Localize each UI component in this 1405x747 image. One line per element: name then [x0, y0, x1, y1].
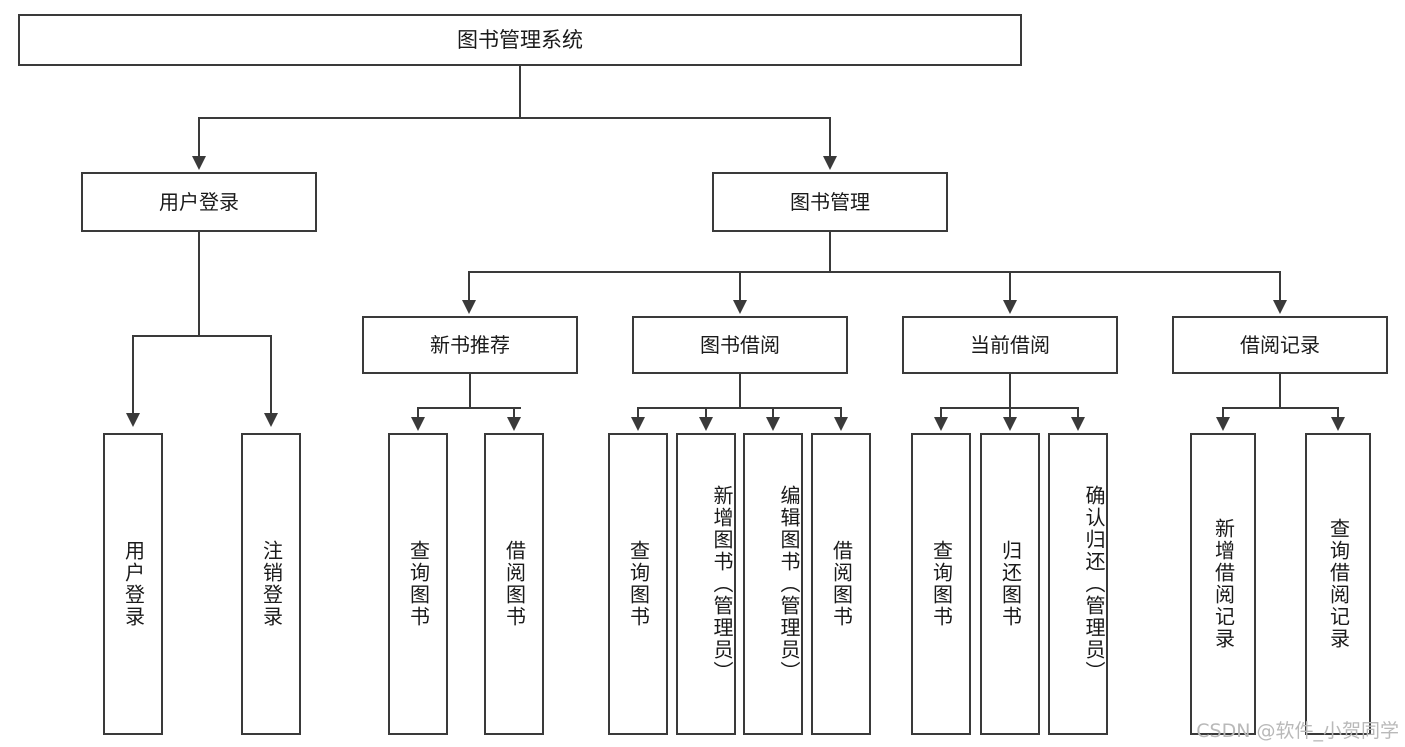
connector-to-book-borrow — [739, 271, 741, 302]
connector-book-borrow-c2 — [705, 407, 707, 419]
arrow-to-edit-book — [766, 417, 780, 431]
arrow-to-borrow-book-2 — [834, 417, 848, 431]
node-label: 注销登录 — [259, 540, 284, 628]
node-user-login[interactable]: 用户登录 — [81, 172, 317, 232]
node-label: 图书管理系统 — [457, 27, 583, 52]
node-label: 用户登录 — [121, 540, 146, 628]
connector-root-bar — [198, 117, 831, 119]
connector-root-to-book-manage — [829, 117, 831, 158]
node-label: 查询借阅记录 — [1326, 518, 1351, 650]
connector-book-borrow-stem — [739, 374, 741, 408]
leaf-borrow-book-recommend[interactable]: 借阅图书 — [484, 433, 544, 735]
connector-new-book-rec-bar — [418, 407, 521, 409]
connector-borrow-record-bar — [1222, 407, 1339, 409]
arrow-to-book-borrow — [733, 300, 747, 314]
connector-borrow-record-right — [1337, 407, 1339, 419]
arrow-root-to-book-manage — [823, 156, 837, 170]
node-label: 查询图书 — [626, 540, 651, 628]
arrow-to-add-book — [699, 417, 713, 431]
leaf-query-book-borrow[interactable]: 查询图书 — [608, 433, 668, 735]
arrow-to-return-book — [1003, 417, 1017, 431]
connector-current-borrow-c2 — [1009, 407, 1011, 419]
leaf-query-book-current[interactable]: 查询图书 — [911, 433, 971, 735]
connector-current-borrow-c1 — [940, 407, 942, 419]
arrow-to-query-record — [1331, 417, 1345, 431]
connector-user-login-right — [270, 335, 272, 415]
connector-borrow-record-left — [1222, 407, 1224, 419]
node-label: 图书借阅 — [700, 332, 780, 357]
leaf-return-book[interactable]: 归还图书 — [980, 433, 1040, 735]
arrow-to-confirm-return — [1071, 417, 1085, 431]
node-label: 图书管理 — [790, 189, 870, 214]
arrow-user-login-to-logout-leaf — [264, 413, 278, 427]
node-label: 确认归还（管理员） — [1082, 485, 1106, 683]
arrow-to-query-book-3 — [934, 417, 948, 431]
node-label: 借阅图书 — [502, 540, 527, 628]
node-label: 借阅图书 — [829, 540, 854, 628]
connector-book-manage-stem — [829, 232, 831, 272]
connector-book-borrow-c1 — [637, 407, 639, 419]
arrow-to-borrow-record — [1273, 300, 1287, 314]
node-current-borrow[interactable]: 当前借阅 — [902, 316, 1118, 374]
connector-root-stem — [519, 66, 521, 118]
arrow-root-to-user-login — [192, 156, 206, 170]
node-label: 查询图书 — [929, 540, 954, 628]
connector-book-manage-bar — [468, 271, 1280, 273]
connector-user-login-stem — [198, 232, 200, 336]
connector-current-borrow-c3 — [1077, 407, 1079, 419]
connector-user-login-left — [132, 335, 134, 415]
arrow-to-current-borrow — [1003, 300, 1017, 314]
connector-new-book-rec-left — [417, 407, 419, 419]
arrow-user-login-to-login-leaf — [126, 413, 140, 427]
leaf-user-login[interactable]: 用户登录 — [103, 433, 163, 735]
node-new-book-recommend[interactable]: 新书推荐 — [362, 316, 578, 374]
leaf-add-borrow-record[interactable]: 新增借阅记录 — [1190, 433, 1256, 735]
node-book-borrow[interactable]: 图书借阅 — [632, 316, 848, 374]
node-label: 当前借阅 — [970, 332, 1050, 357]
node-label: 新增借阅记录 — [1211, 518, 1236, 650]
connector-current-borrow-stem — [1009, 374, 1011, 408]
node-label: 用户登录 — [159, 189, 239, 214]
node-label: 借阅记录 — [1240, 332, 1320, 357]
connector-new-book-rec-stem — [469, 374, 471, 408]
node-borrow-record[interactable]: 借阅记录 — [1172, 316, 1388, 374]
node-root-book-management-system[interactable]: 图书管理系统 — [18, 14, 1022, 66]
connector-book-borrow-c4 — [840, 407, 842, 419]
arrow-to-query-book-2 — [631, 417, 645, 431]
connector-new-book-rec-right — [513, 407, 515, 419]
csdn-watermark: CSDN @软件_小贺同学 — [1196, 720, 1399, 742]
node-label: 编辑图书（管理员） — [777, 485, 801, 683]
arrow-to-borrow-book-1 — [507, 417, 521, 431]
connector-user-login-bar — [133, 335, 271, 337]
node-label: 新书推荐 — [430, 332, 510, 357]
connector-to-current-borrow — [1009, 271, 1011, 302]
node-label: 归还图书 — [998, 540, 1023, 628]
arrow-to-query-book-1 — [411, 417, 425, 431]
leaf-confirm-return-admin[interactable]: 确认归还（管理员） — [1048, 433, 1108, 735]
leaf-query-borrow-record[interactable]: 查询借阅记录 — [1305, 433, 1371, 735]
connector-to-borrow-record — [1279, 271, 1281, 302]
node-label: 新增图书（管理员） — [710, 485, 734, 683]
arrow-to-add-record — [1216, 417, 1230, 431]
connector-book-borrow-c3 — [772, 407, 774, 419]
leaf-add-book-admin[interactable]: 新增图书（管理员） — [676, 433, 736, 735]
leaf-edit-book-admin[interactable]: 编辑图书（管理员） — [743, 433, 803, 735]
leaf-query-book-recommend[interactable]: 查询图书 — [388, 433, 448, 735]
connector-book-borrow-bar — [637, 407, 841, 409]
connector-root-to-user-login — [198, 117, 200, 158]
node-book-management[interactable]: 图书管理 — [712, 172, 948, 232]
leaf-borrow-book[interactable]: 借阅图书 — [811, 433, 871, 735]
arrow-to-new-book-rec — [462, 300, 476, 314]
leaf-user-logout[interactable]: 注销登录 — [241, 433, 301, 735]
node-label: 查询图书 — [406, 540, 431, 628]
connector-to-new-book-rec — [468, 271, 470, 302]
connector-borrow-record-stem — [1279, 374, 1281, 408]
